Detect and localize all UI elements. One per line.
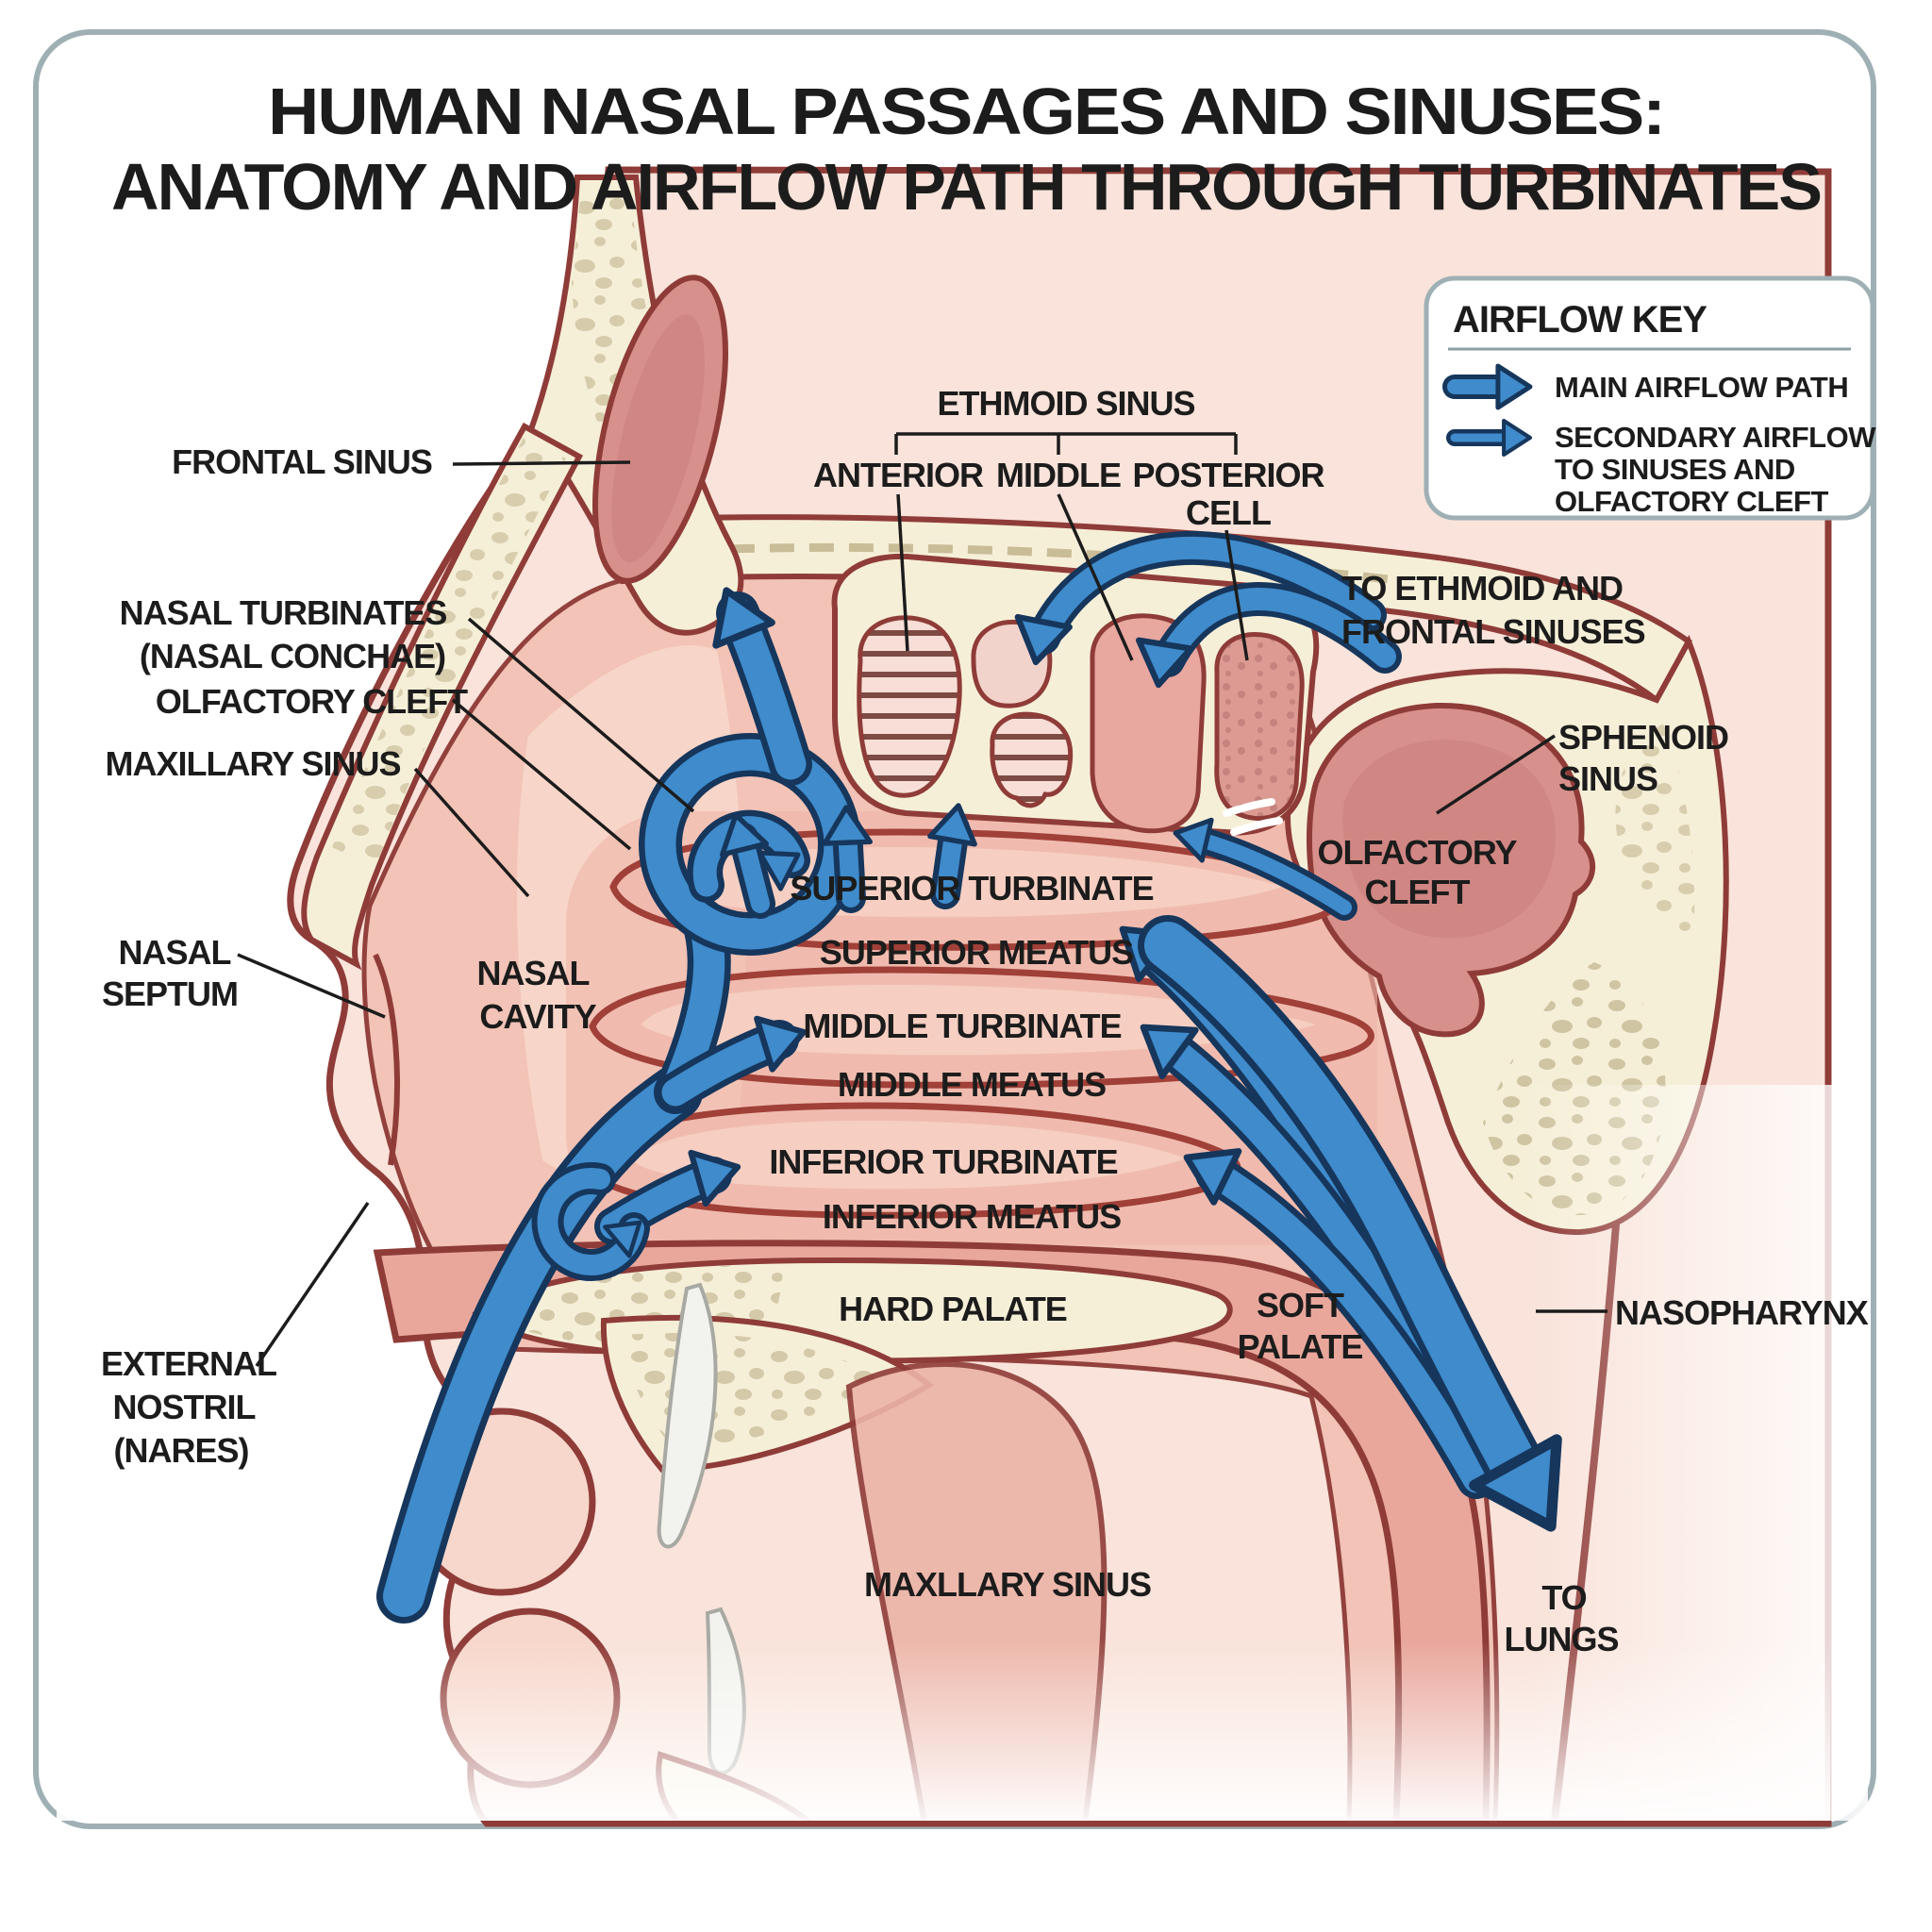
frontal-sinus-shape [592,275,728,584]
label-to-lungs-2: LUNGS [1505,1620,1619,1658]
label-nasal-cavity-1: NASAL [477,954,590,992]
label-hard-palate: HARD PALATE [839,1290,1067,1328]
title-line1: HUMAN NASAL PASSAGES AND SINUSES: [268,75,1664,148]
label-soft-palate-2: PALATE [1238,1327,1363,1366]
secondary-arrow-to-olfactory-cleft [1171,798,1357,921]
key-main-label: MAIN AIRFLOW PATH [1555,371,1848,404]
label-ethmoid-sinus: ETHMOID SINUS [937,384,1194,423]
label-nasal-septum-2: SEPTUM [102,974,238,1013]
label-ethmoid-middle: MIDDLE [996,456,1121,494]
label-superior-meatus: SUPERIOR MEATUS [820,933,1133,972]
arrow-to-middle-turbinate [656,1007,811,1112]
label-nasal-cavity-2: CAVITY [479,997,596,1036]
label-frontal-sinus: FRONTAL SINUS [172,442,432,481]
right-fade [1528,1085,1868,1821]
labels: HUMAN NASAL PASSAGES AND SINUSES: ANATOM… [101,75,1870,1658]
label-nasopharynx: NASOPHARYNX [1615,1293,1869,1332]
sphenoid-sinus-shade [1342,740,1556,939]
nostril-inner-line [373,953,400,1166]
ethmoid-small-hatched-cell [990,711,1074,808]
label-olfactory-cleft-left: OLFACTORY CLEFT [156,682,468,721]
airflow-arrows [376,530,1592,1624]
label-external-nostril-1: EXTERNAL [101,1344,276,1383]
key-title: AIRFLOW KEY [1453,299,1707,341]
arrow-to-frontal-sinus [698,579,812,786]
label-ethmoid-posterior: POSTERIOR [1132,456,1324,494]
key-secondary-arrow-icon [1446,421,1530,455]
label-sphenoid-1: SPHENOID [1558,718,1728,757]
label-nasal-turbinates-1: NASAL TURBINATES [120,593,447,632]
label-olfactory-cleft-right-2: CLEFT [1365,873,1471,911]
key-box [1424,275,1875,521]
arrows-into-ethmoid-cells [714,802,981,919]
label-middle-meatus: MIDDLE MEATUS [838,1065,1106,1104]
airflow-key: AIRFLOW KEY MAIN AIRFLOW PATH SECONDARY … [1424,275,1877,521]
label-to-ethmoid-1: TO ETHMOID AND [1341,569,1623,608]
label-sphenoid-2: SINUS [1558,759,1657,798]
ethmoid-posterior-cell [1214,632,1305,821]
label-to-lungs-1: TO [1541,1578,1586,1617]
main-arrow-to-lungs [1138,915,1592,1549]
label-ethmoid-anterior: ANTERIOR [813,456,984,494]
upper-tooth [657,1282,718,1549]
title-line2: ANATOMY AND AIRFLOW PATH THROUGH TURBINA… [111,150,1821,224]
label-nasal-turbinates-2: (NASAL CONCHAE) [140,637,445,675]
label-maxillary-sinus: MAXILLARY SINUS [105,744,400,783]
key-secondary-label-1: SECONDARY AIRFLOW [1555,421,1876,454]
label-olfactory-cleft-right-1: OLFACTORY [1317,833,1517,872]
label-nasal-septum-1: NASAL [119,933,231,972]
label-external-nostril-3: (NARES) [114,1431,249,1470]
secondary-arrows-to-sinuses [1010,530,1402,689]
main-airflow-entry-arrow [376,1065,703,1624]
key-secondary-label-2: TO SINUSES AND [1555,453,1795,486]
key-main-arrow-icon [1442,366,1530,408]
label-middle-turbinate: MIDDLE TURBINATE [803,1007,1121,1045]
leader-lines [237,432,1607,1367]
septum-bone [301,422,584,971]
label-inferior-meatus: INFERIOR MEATUS [823,1197,1121,1236]
label-maxllary-sinus: MAXLLARY SINUS [864,1565,1151,1604]
arrow-to-inferior-turbinate [531,1141,745,1281]
ethmoid-anterior-cell [857,615,962,798]
label-soft-palate-1: SOFT [1257,1286,1344,1324]
label-external-nostril-2: NOSTRIL [113,1388,256,1426]
label-inferior-turbinate: INFERIOR TURBINATE [769,1142,1117,1181]
key-secondary-label-3: OLFACTORY CLEFT [1555,485,1828,518]
label-to-ethmoid-2: FRONTAL SINUSES [1341,612,1645,651]
label-superior-turbinate: SUPERIOR TURBINATE [790,869,1153,908]
label-ethmoid-posterior-cell: CELL [1186,493,1271,532]
